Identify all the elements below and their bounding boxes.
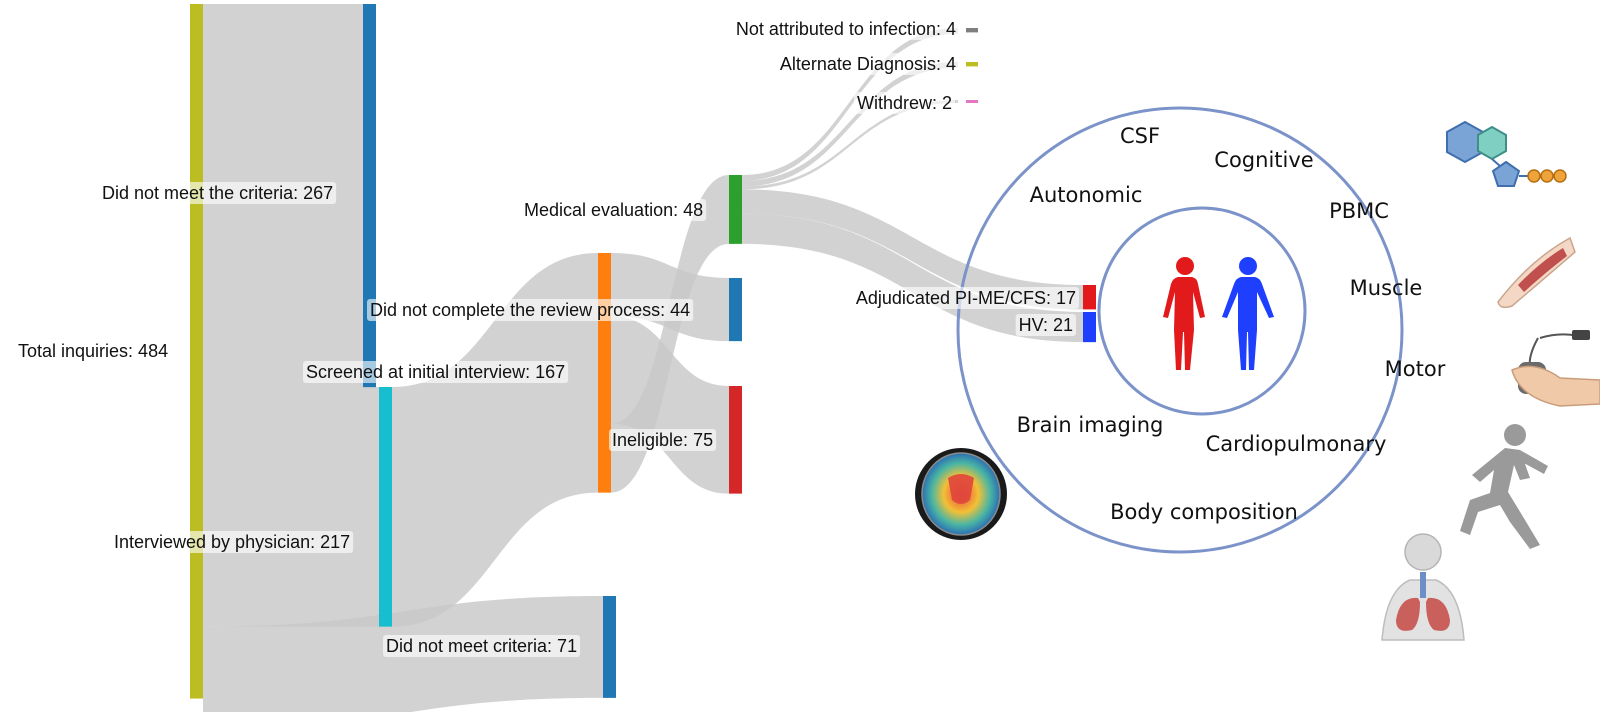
node-bar-screened-split [598, 253, 611, 493]
node-label-not_meet_267: Did not meet the criteria: 267 [99, 182, 337, 204]
node-bar-withdrew [966, 100, 978, 103]
node-label-backing [853, 92, 955, 114]
measurement-labels: CSF Cognitive Autonomic PBMC Muscle Moto… [1017, 124, 1446, 524]
node-label-backing [303, 361, 569, 383]
node-bar-pimecfs [1083, 285, 1096, 310]
brain-scan-icon [915, 448, 1007, 540]
node-label-ineligible: Ineligible: 75 [609, 429, 717, 451]
node-label-backing [521, 199, 707, 221]
arm-muscle-icon [1497, 236, 1576, 309]
label-muscle: Muscle [1350, 276, 1423, 300]
node-label-not_meet_71: Did not meet criteria: 71 [383, 635, 581, 657]
node-label-alt_diag: Alternate Diagnosis: 4 [776, 53, 959, 75]
node-label-not_attr: Not attributed to infection: 4 [732, 18, 959, 40]
node-label-text: Adjudicated PI-ME/CFS: 17 [856, 288, 1076, 308]
node-label-text: HV: 21 [1019, 315, 1073, 335]
node-label-text: Alternate Diagnosis: 4 [780, 54, 956, 74]
node-label-backing [776, 53, 959, 75]
label-pbmc: PBMC [1329, 199, 1389, 223]
outer-ring [956, 106, 1404, 554]
flow-screened-to-medical [611, 175, 729, 493]
node-label-medical: Medical evaluation: 48 [521, 199, 707, 221]
flow-screened-continuation [392, 253, 598, 627]
node-label-pimecfs: Adjudicated PI-ME/CFS: 17 [852, 287, 1079, 309]
node-label-backing [383, 635, 581, 657]
flow-medical-to-alt_diag [742, 62, 958, 187]
grip-dynamometer-icon [1511, 330, 1600, 407]
node-label-backing [1015, 314, 1076, 336]
node-label-text: Did not complete the review process: 44 [370, 300, 690, 320]
node-bar-review [729, 278, 742, 342]
label-cardiopulmonary: Cardiopulmonary [1206, 432, 1387, 456]
node-label-text: Did not meet the criteria: 267 [102, 183, 333, 203]
inner-ring [1097, 206, 1307, 416]
node-label-withdrew: Withdrew: 2 [853, 92, 955, 114]
node-bar-not_meet_267 [363, 4, 376, 388]
node-label-screened: Screened at initial interview: 167 [303, 361, 569, 383]
flow-interviewed-to-screened [203, 387, 379, 627]
flow-medical-to-not_attr [742, 28, 958, 181]
node-bar-ineligible [729, 386, 742, 494]
flow-medical-to-pimecfs [742, 189, 1083, 310]
label-csf: CSF [1120, 124, 1160, 148]
node-label-text: Withdrew: 2 [857, 93, 952, 113]
control-figure-icon [1222, 257, 1274, 370]
lungs-torso-icon [1381, 533, 1465, 641]
flow-medical-to-hv [742, 213, 1083, 343]
label-cognitive: Cognitive [1214, 148, 1313, 172]
node-label-text: Ineligible: 75 [612, 430, 713, 450]
node-bar-screened [379, 387, 392, 627]
node-bar-alt_diag [966, 62, 978, 67]
node-label-text: Interviewed by physician: 217 [114, 532, 350, 552]
node-label-backing [609, 429, 717, 451]
node-label-text: Not attributed to infection: 4 [736, 19, 956, 39]
flow-medical-to-withdrew [742, 100, 958, 190]
node-bar-medical [729, 175, 742, 244]
label-body-composition: Body composition [1110, 500, 1298, 524]
node-label-hv: HV: 21 [1015, 314, 1076, 336]
node-label-backing [99, 182, 337, 204]
node-label-text: Total inquiries: 484 [18, 341, 168, 361]
node-bar-hv [1083, 312, 1096, 343]
node-label-text: Screened at initial interview: 167 [306, 362, 565, 382]
flow-screened-to-review [611, 253, 729, 342]
node-label-backing [852, 287, 1079, 309]
label-motor: Motor [1385, 357, 1446, 381]
node-label-total: Total inquiries: 484 [15, 340, 172, 362]
sankey-labels: Total inquiries: 484 Did not meet the cri… [15, 18, 1079, 657]
molecule-icon [1446, 120, 1567, 187]
node-label-backing [15, 340, 172, 362]
node-label-review: Did not complete the review process: 44 [367, 299, 694, 321]
node-label-backing [367, 299, 694, 321]
label-brain-imaging: Brain imaging [1017, 413, 1164, 437]
node-bar-not_meet_71 [603, 596, 616, 698]
node-label-text: Medical evaluation: 48 [524, 200, 703, 220]
node-bar-not_attr [966, 28, 978, 33]
node-label-backing [111, 531, 354, 553]
node-label-backing [732, 18, 959, 40]
node-label-interviewed: Interviewed by physician: 217 [111, 531, 354, 553]
runner-icon [1460, 424, 1548, 549]
sankey-nodes [190, 4, 1096, 699]
node-label-text: Did not meet criteria: 71 [386, 636, 577, 656]
patient-figure-icon [1163, 257, 1205, 370]
label-autonomic: Autonomic [1030, 183, 1143, 207]
